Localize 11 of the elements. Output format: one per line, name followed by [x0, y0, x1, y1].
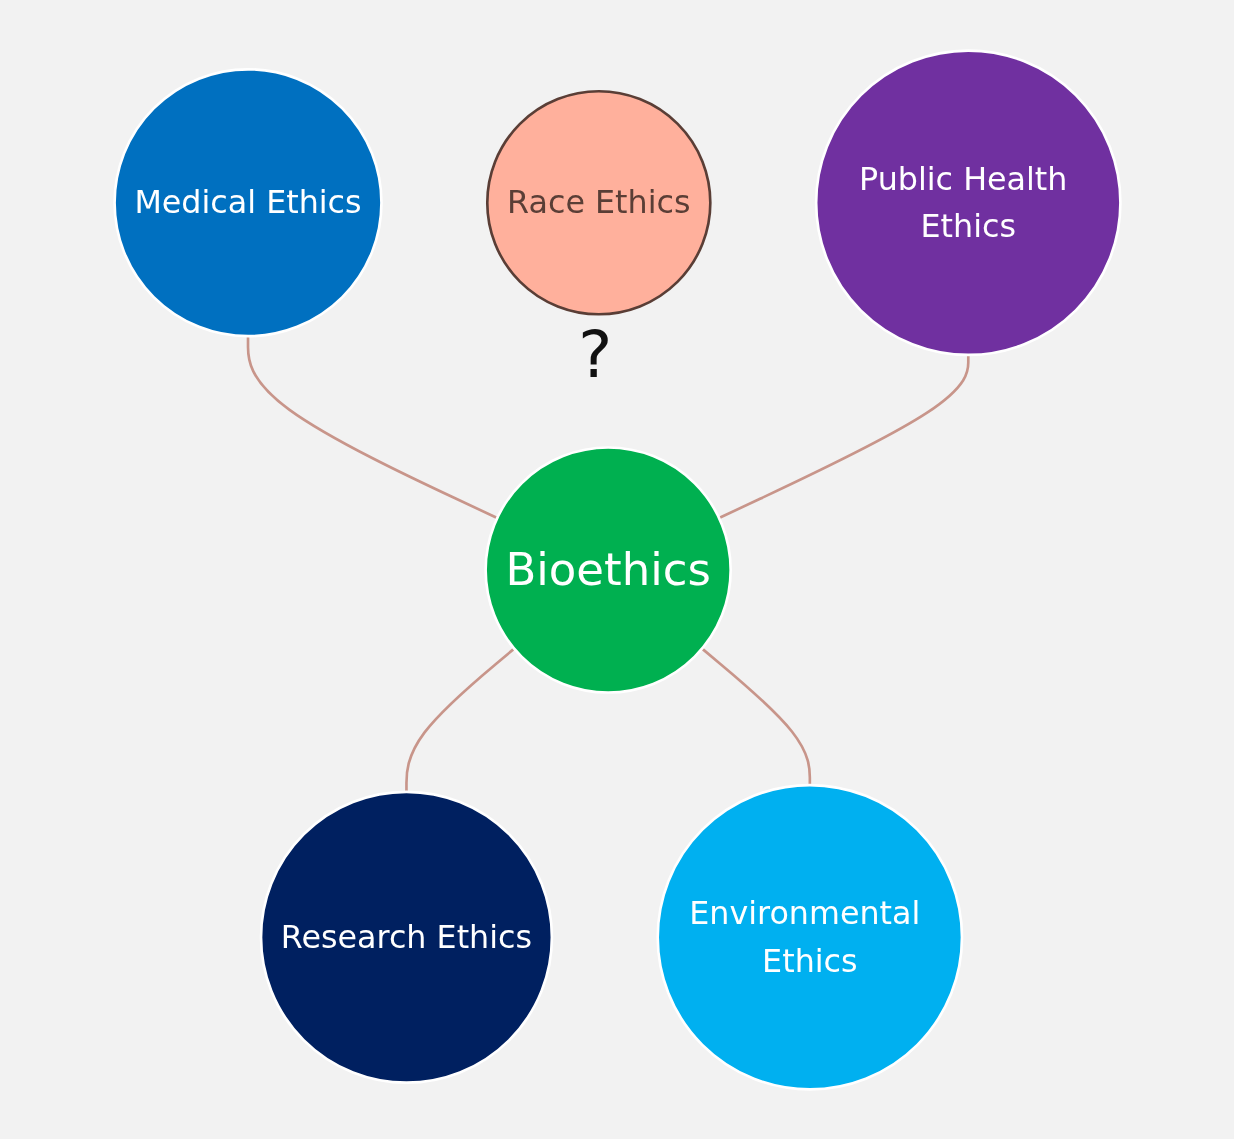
connector: [404, 647, 515, 792]
connector: [718, 354, 970, 519]
node-circle: [483, 445, 732, 694]
node-circle: [112, 67, 383, 337]
connector: [700, 647, 811, 785]
node-circle: [814, 48, 1122, 356]
connector: [246, 335, 498, 519]
question-mark: ?: [578, 317, 613, 392]
node-circle: [259, 790, 553, 1084]
node-circle: [485, 89, 712, 316]
node-circle: [655, 783, 963, 1091]
